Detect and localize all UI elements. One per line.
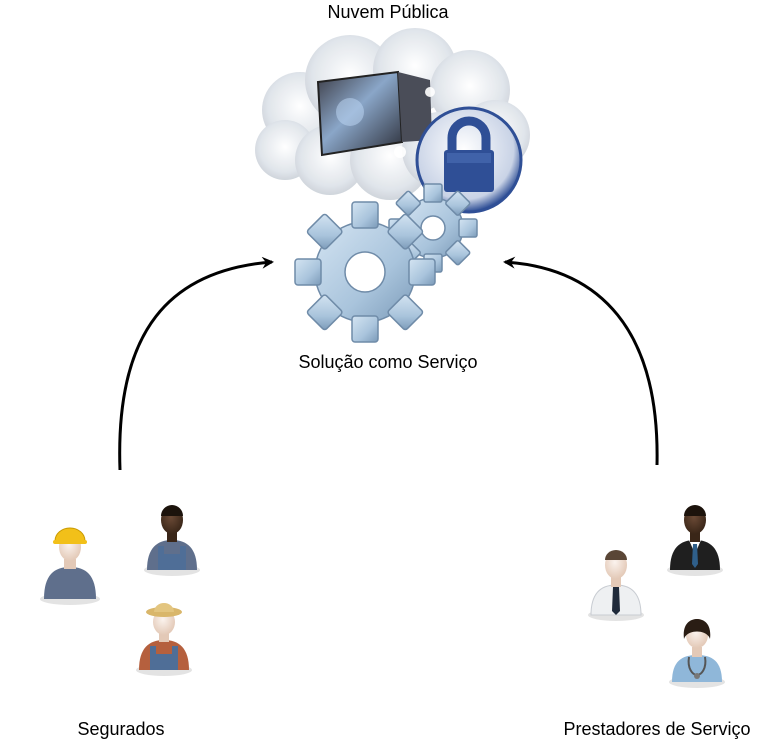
arrow-left [118, 256, 274, 471]
construction-worker-icon [40, 527, 100, 605]
service-title: Solução como Serviço [298, 352, 478, 372]
overalls-worker-icon [144, 505, 200, 576]
doctor-icon [588, 550, 644, 621]
providers-title: Prestadores de Serviço [563, 719, 751, 739]
arrow-right [503, 256, 659, 466]
lock-icon [415, 106, 523, 214]
cloud-title: Nuvem Pública [327, 2, 449, 22]
insured-title: Segurados [77, 719, 165, 739]
farmer-icon [136, 603, 192, 676]
businessman-icon [667, 505, 723, 576]
computer-icon [316, 70, 435, 158]
nurse-icon [669, 619, 725, 688]
gears-icon [294, 183, 478, 343]
